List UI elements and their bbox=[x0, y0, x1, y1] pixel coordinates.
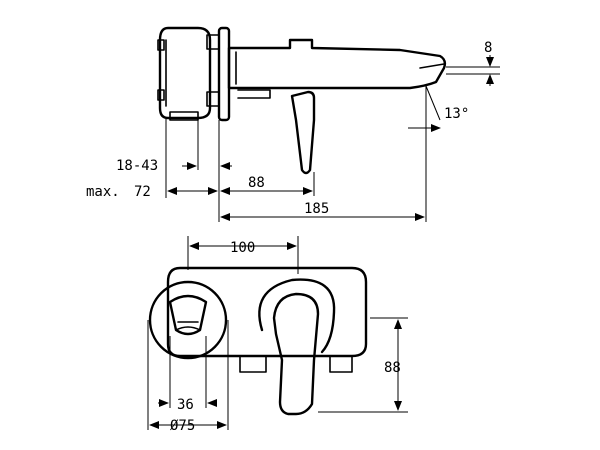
rosette-diameter-dimension: Ø75 bbox=[149, 418, 227, 434]
max-depth-value: 72 bbox=[134, 184, 151, 200]
wall-depth-label: 18-43 bbox=[116, 158, 158, 174]
plate-to-lever-label: 88 bbox=[248, 175, 265, 191]
concealed-body bbox=[157, 26, 220, 121]
spout-angle-dimension: 13° bbox=[408, 85, 469, 132]
total-projection-label: 185 bbox=[304, 201, 329, 217]
wall-plate bbox=[217, 26, 231, 122]
flow-width-label: 36 bbox=[177, 397, 194, 413]
lever-height-label: 88 bbox=[384, 360, 401, 376]
lever-height-dimension: 88 bbox=[384, 319, 402, 411]
total-projection-dimension: 185 bbox=[220, 201, 425, 221]
wall-depth-dimension: 18-43 bbox=[116, 158, 232, 174]
rosette-diameter-label: Ø75 bbox=[170, 418, 195, 434]
front-view: 100 88 36 Ø75 bbox=[147, 236, 408, 434]
plate-to-lever-dimension: 88 bbox=[220, 175, 313, 195]
spout bbox=[227, 38, 447, 99]
spout-spacing-label: 100 bbox=[230, 240, 255, 256]
spout-angle-label: 13° bbox=[444, 106, 469, 122]
lever-front bbox=[258, 278, 336, 416]
flow-width-dimension: 36 bbox=[158, 397, 217, 413]
spout-spacing-dimension: 100 bbox=[189, 240, 297, 256]
front-backplate bbox=[166, 266, 368, 373]
max-depth-prefix: max. bbox=[86, 184, 120, 200]
spout-rosette bbox=[148, 280, 228, 360]
lever-side bbox=[290, 90, 316, 175]
max-depth-dimension: max. 72 bbox=[86, 184, 218, 200]
side-view: 8 13° 18-43 max. 72 88 bbox=[86, 26, 500, 222]
spout-offset-dimension: 8 bbox=[484, 40, 494, 86]
spout-offset-label: 8 bbox=[484, 40, 492, 56]
